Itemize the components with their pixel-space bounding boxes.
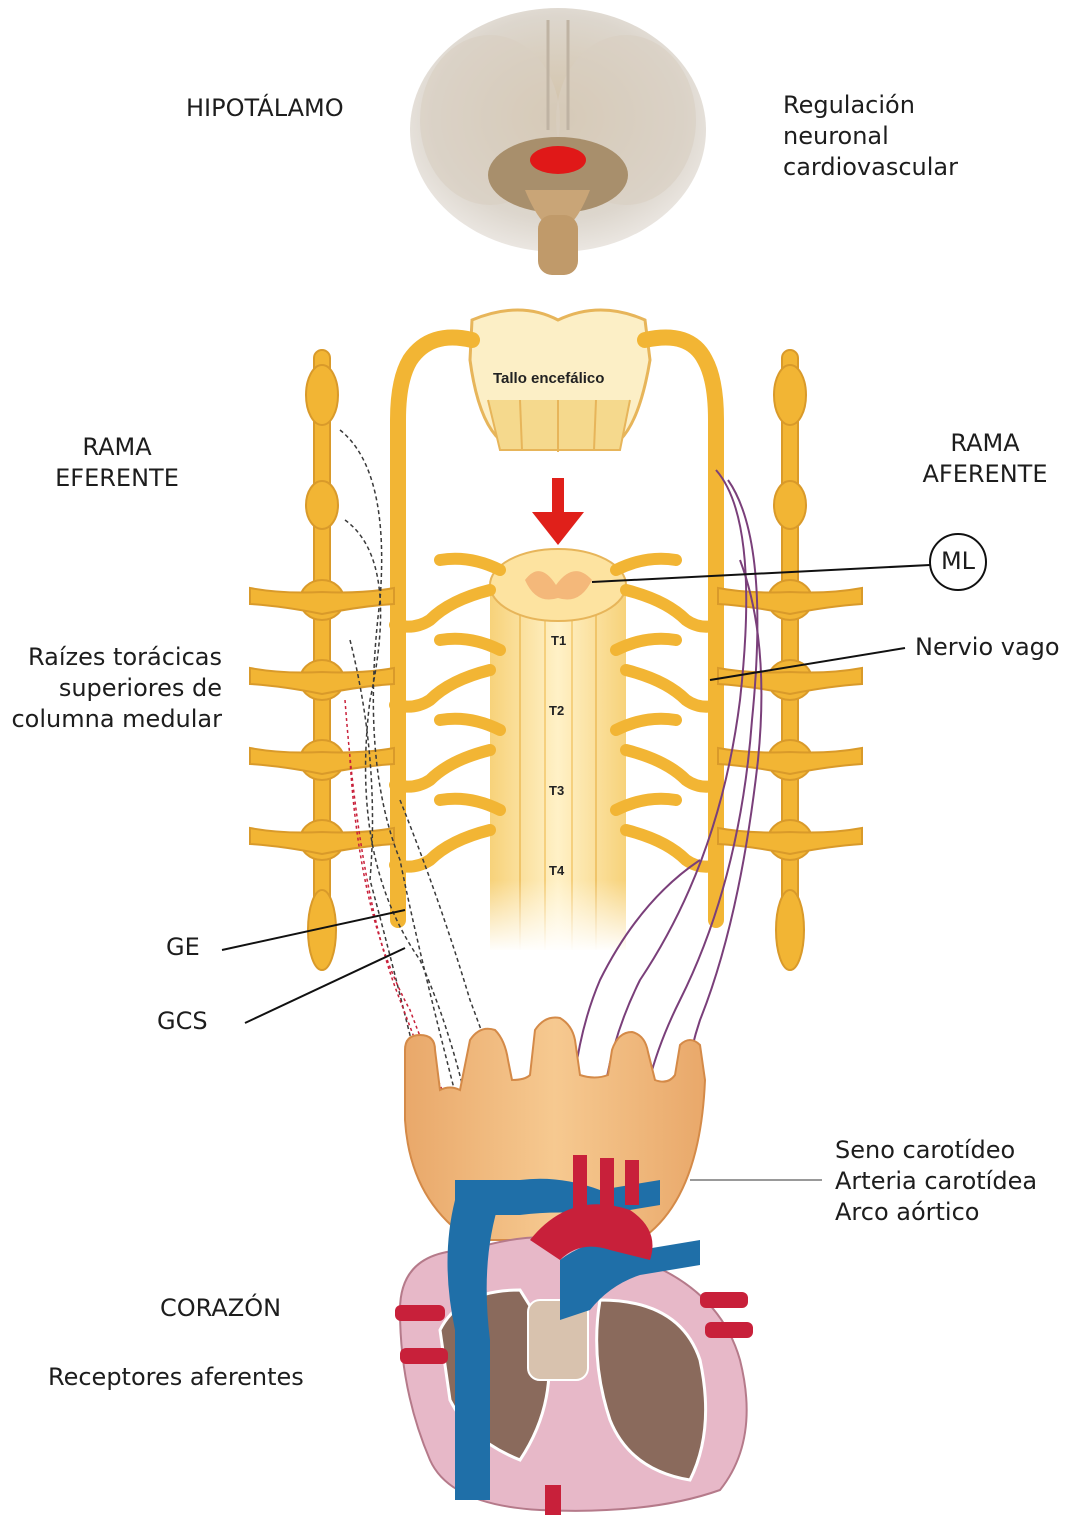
- segment-t3: T3: [549, 783, 564, 798]
- brainstem-label: Tallo encefálico: [493, 370, 604, 387]
- spinal-root-branch: [616, 719, 676, 730]
- carotid-line: Arteria carotídea: [835, 1166, 1037, 1197]
- spinal-root-right: [626, 750, 718, 787]
- roots-line: Raízes torácicas: [4, 642, 222, 673]
- ge-label: GE: [166, 932, 200, 963]
- chain-ganglion: [306, 365, 338, 425]
- chain-ramus: [718, 828, 862, 854]
- spinal-root-branch: [616, 639, 676, 650]
- roots-line: superiores de: [4, 673, 222, 704]
- spinal-root-branch: [616, 799, 676, 810]
- efferent-line: EFERENTE: [52, 463, 182, 494]
- heart-label: CORAZÓN: [160, 1293, 281, 1324]
- chain-ramus: [250, 748, 394, 774]
- spinal-root-left: [395, 670, 490, 707]
- carotid-line: Arco aórtico: [835, 1197, 1037, 1228]
- chain-ganglion: [774, 365, 806, 425]
- segment-t4: T4: [549, 863, 564, 878]
- afferent-line: RAMA: [918, 428, 1052, 459]
- segment-t1: T1: [551, 633, 566, 648]
- spinal-root-right: [626, 830, 718, 867]
- chain-ganglion: [774, 481, 806, 529]
- afferent-receptors-label: Receptores aferentes: [48, 1362, 304, 1393]
- spinal-root-right: [626, 670, 718, 707]
- spinal-root-right: [626, 590, 718, 627]
- chain-ramus: [718, 588, 862, 614]
- segment-t2: T2: [549, 703, 564, 718]
- chain-ramus: [250, 588, 394, 614]
- spinal-cord: [488, 549, 630, 952]
- afferent-line: AFERENTE: [918, 459, 1052, 490]
- chain-ramus: [718, 748, 862, 774]
- carotid-line: Seno carotídeo: [835, 1135, 1037, 1166]
- spinal-root-branch: [440, 559, 500, 570]
- regulation-line: neuronal: [783, 121, 958, 152]
- brain-illustration: [410, 8, 706, 275]
- regulation-line: Regulación: [783, 90, 958, 121]
- roots-line: columna medular: [4, 704, 222, 735]
- efferent-branch-label: RAMA EFERENTE: [52, 432, 182, 494]
- spinal-root-left: [395, 590, 490, 627]
- vagus-nerve-label: Nervio vago: [915, 632, 1060, 663]
- hypothalamus-label: HIPOTÁLAMO: [186, 93, 344, 124]
- hypothalamus-region: [530, 146, 586, 174]
- spinal-root-left: [395, 830, 490, 867]
- spinal-root-branch: [440, 799, 500, 810]
- regulation-line: cardiovascular: [783, 152, 958, 183]
- afferent-branch-label: RAMA AFERENTE: [918, 428, 1052, 490]
- chain-ganglion: [776, 890, 804, 970]
- chain-ramus: [718, 668, 862, 694]
- efferent-line: RAMA: [52, 432, 182, 463]
- spinal-root-branch: [616, 559, 676, 570]
- chain-ramus: [250, 668, 394, 694]
- regulation-description: Regulación neuronal cardiovascular: [783, 90, 958, 183]
- ml-label: ML: [930, 546, 986, 577]
- chain-ganglion: [306, 481, 338, 529]
- thoracic-roots-label: Raízes torácicas superiores de columna m…: [4, 642, 222, 735]
- spinal-root-branch: [440, 719, 500, 730]
- down-arrow: [532, 478, 584, 545]
- spinal-root-branch: [440, 639, 500, 650]
- spinal-root-left: [395, 750, 490, 787]
- carotid-labels: Seno carotídeo Arteria carotídea Arco aó…: [835, 1135, 1037, 1228]
- gcs-label: GCS: [157, 1006, 208, 1037]
